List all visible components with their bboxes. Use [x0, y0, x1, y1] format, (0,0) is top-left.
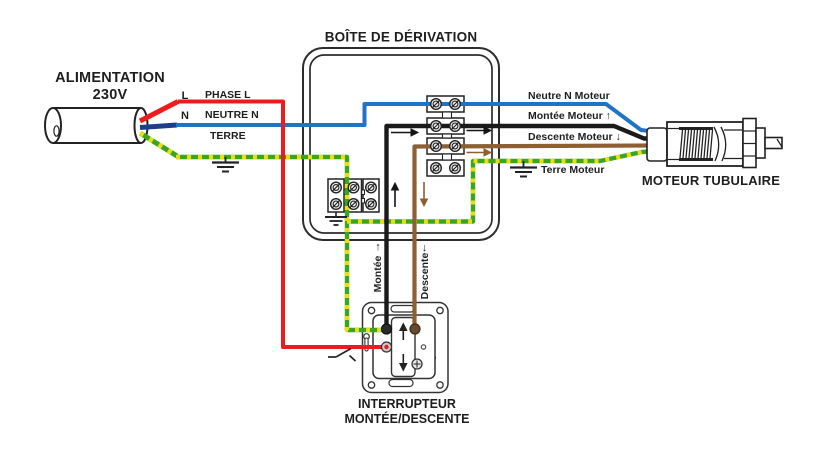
earth-label: TERRE — [210, 130, 246, 143]
motor-down-label: Descente Moteur ↓ — [528, 131, 621, 144]
motor-title: MOTEUR TUBULAIRE — [641, 172, 781, 188]
rocker-down-arrow-icon — [398, 354, 408, 372]
phase-tag: L — [181, 89, 189, 102]
ground-icon-supply — [212, 157, 239, 173]
switch-symbol-icon — [328, 347, 357, 362]
down-wire — [412, 143, 651, 330]
phase-label: PHASE L — [205, 89, 251, 102]
switch-terminals — [380, 323, 427, 370]
motor-up-label: Montée Moteur ↑ — [528, 110, 611, 123]
flow-arrow-up-right — [466, 126, 493, 135]
motor-shaft — [764, 136, 783, 150]
down-wire-vertical-label: Descente — [418, 252, 431, 300]
ground-icon-motor — [510, 161, 537, 178]
rocker-up-arrow-icon — [398, 322, 408, 340]
phase-wire — [138, 99, 383, 349]
flow-arrow-down-right — [466, 148, 493, 157]
switch-terminal-up — [380, 323, 393, 335]
neutral-wire — [139, 102, 650, 133]
motor-earth-label: Terre Moteur — [541, 164, 605, 177]
ground-icon-box — [325, 212, 347, 226]
flow-arrow-montee — [390, 181, 400, 207]
neutral-tag: N — [181, 109, 189, 122]
up-arrow-glyph: ↑ — [375, 241, 381, 253]
down-arrow-glyph: ↓ — [421, 242, 428, 254]
switch-terminal-down — [409, 323, 421, 335]
supply-cable — [44, 107, 149, 144]
switch-screw-spare — [411, 358, 423, 370]
flow-arrow-up-left — [391, 128, 420, 137]
up-wire — [384, 123, 650, 330]
tubular-motor — [646, 117, 783, 169]
junction-box-title: BOÎTE DE DÉRIVATION — [324, 29, 478, 45]
flow-arrow-descente — [419, 182, 429, 208]
neutral-label: NEUTRE N — [205, 109, 259, 122]
motor-coil — [679, 127, 714, 161]
motor-neutral-label: Neutre N Moteur — [528, 90, 610, 103]
up-wire-vertical-label: Montée — [372, 255, 384, 293]
earth-wire — [138, 130, 650, 333]
